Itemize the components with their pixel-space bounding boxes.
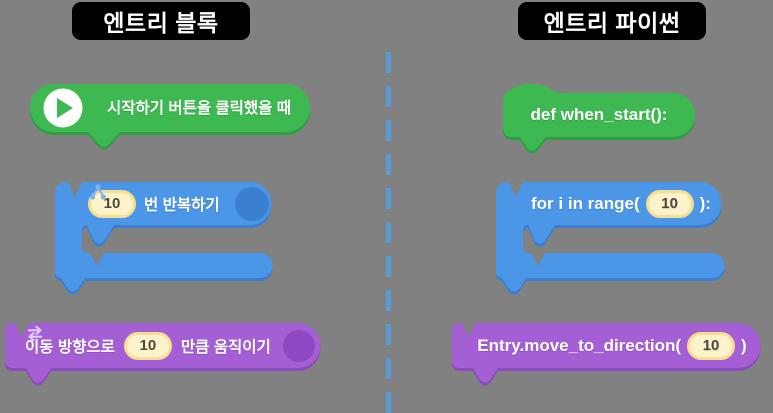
header-entry-blocks: 엔트리 블록	[72, 2, 250, 40]
header-entry-blocks-label: 엔트리 블록	[103, 10, 219, 36]
block-repeat-times[interactable]: 10 번 반복하기	[52, 178, 278, 296]
swap-arrows-icon	[27, 325, 315, 362]
python-move-code-before: Entry.move_to_direction(	[477, 335, 682, 355]
block-move-direction[interactable]: 이동 방향으로 10 만큼 움직이기	[5, 318, 323, 386]
for-range-pill[interactable]: 10	[645, 189, 694, 218]
move-block-label-before: 이동 방향으로	[25, 338, 115, 356]
header-entry-python: 엔트리 파이썬	[518, 2, 706, 40]
block-python-for[interactable]: for i in range( 10 ):	[493, 178, 727, 296]
move-distance-pill[interactable]: 10	[123, 331, 172, 360]
for-range-value: 10	[661, 195, 678, 212]
python-move-pill[interactable]: 10	[687, 331, 736, 360]
block-python-move[interactable]: Entry.move_to_direction( 10 )	[452, 318, 764, 386]
python-move-code-after: )	[741, 335, 747, 355]
header-entry-python-label: 엔트리 파이썬	[543, 10, 681, 36]
loop-icon	[90, 184, 269, 221]
block-start-when-clicked[interactable]: 시작하기 버튼을 클릭했을 때	[28, 80, 320, 150]
block-start-shape	[30, 84, 310, 150]
for-code-after: ):	[699, 193, 711, 213]
repeat-block-label: 번 반복하기	[144, 196, 220, 214]
dashed-divider-line	[386, 52, 391, 413]
for-code-before: for i in range(	[531, 193, 640, 213]
start-block-label: 시작하기 버튼을 클릭했을 때	[106, 100, 292, 117]
python-move-value: 10	[702, 337, 720, 354]
move-block-label-after: 만큼 움직이기	[180, 338, 271, 356]
repeat-count-value: 10	[103, 195, 121, 212]
repeat-count-pill[interactable]: 10	[88, 189, 136, 218]
block-python-def[interactable]: def when_start():	[500, 82, 700, 154]
move-distance-value: 10	[139, 337, 157, 354]
def-code-text: def when_start():	[530, 105, 668, 124]
